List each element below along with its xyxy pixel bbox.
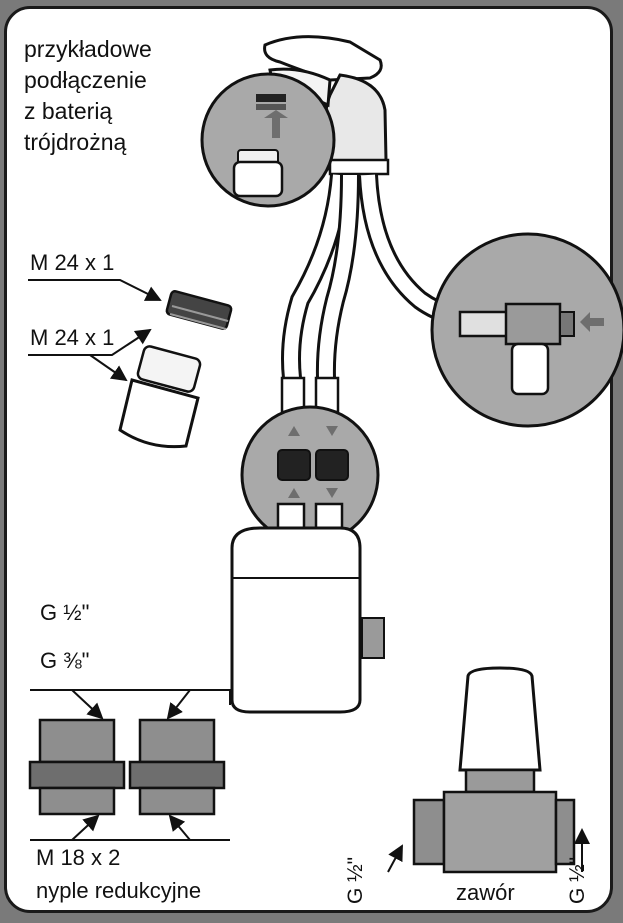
aerator-part (120, 345, 201, 447)
reducing-nipples (30, 690, 230, 840)
thread-adapter (166, 290, 232, 329)
size-label-half-inch: G ½" (40, 600, 89, 626)
connection-detail-circle (242, 407, 378, 543)
angle-valve-detail-circle (432, 234, 623, 426)
thread-label-bottom: M 24 x 1 (30, 325, 114, 351)
valve-right-thread-label: G ½" (566, 857, 590, 904)
title-line-4: trójdrożną (24, 127, 126, 158)
valve (388, 668, 582, 872)
valve-caption: zawór (456, 880, 515, 906)
aerator-detail-circle (202, 74, 334, 206)
title-line-3: z baterią (24, 96, 112, 127)
size-label-three-eighths-inch: G ⅜" (40, 648, 89, 674)
nipples-caption: nyple redukcyjne (36, 878, 201, 904)
valve-left-thread-label: G ½" (344, 857, 368, 904)
water-heater (232, 504, 384, 712)
thread-label-top: M 24 x 1 (30, 250, 114, 276)
title-line-2: podłączenie (24, 65, 147, 96)
size-label-m18: M 18 x 2 (36, 845, 120, 871)
title-line-1: przykładowe (24, 34, 152, 65)
